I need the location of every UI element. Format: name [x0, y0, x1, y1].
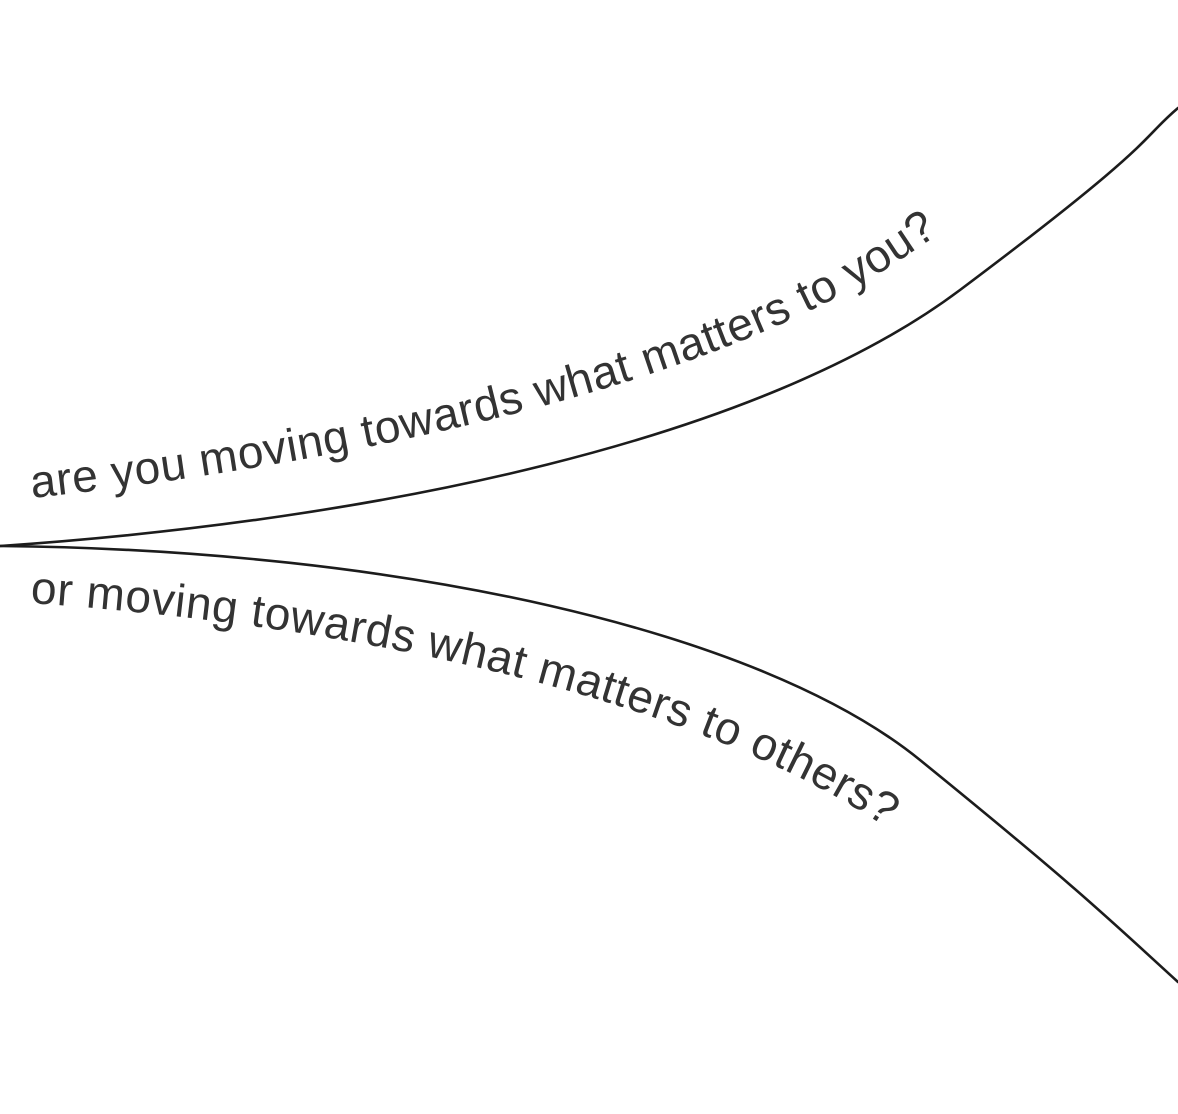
lower-branch-text-path: or moving towards what matters to others…	[29, 561, 908, 836]
lower-branch-text: or moving towards what matters to others…	[29, 561, 909, 836]
upper-branch-text-path: are you moving towards what matters to y…	[27, 199, 944, 508]
upper-branch-line	[0, 106, 1178, 548]
lower-branch-line	[0, 544, 1178, 984]
upper-branch-text: are you moving towards what matters to y…	[27, 199, 945, 508]
